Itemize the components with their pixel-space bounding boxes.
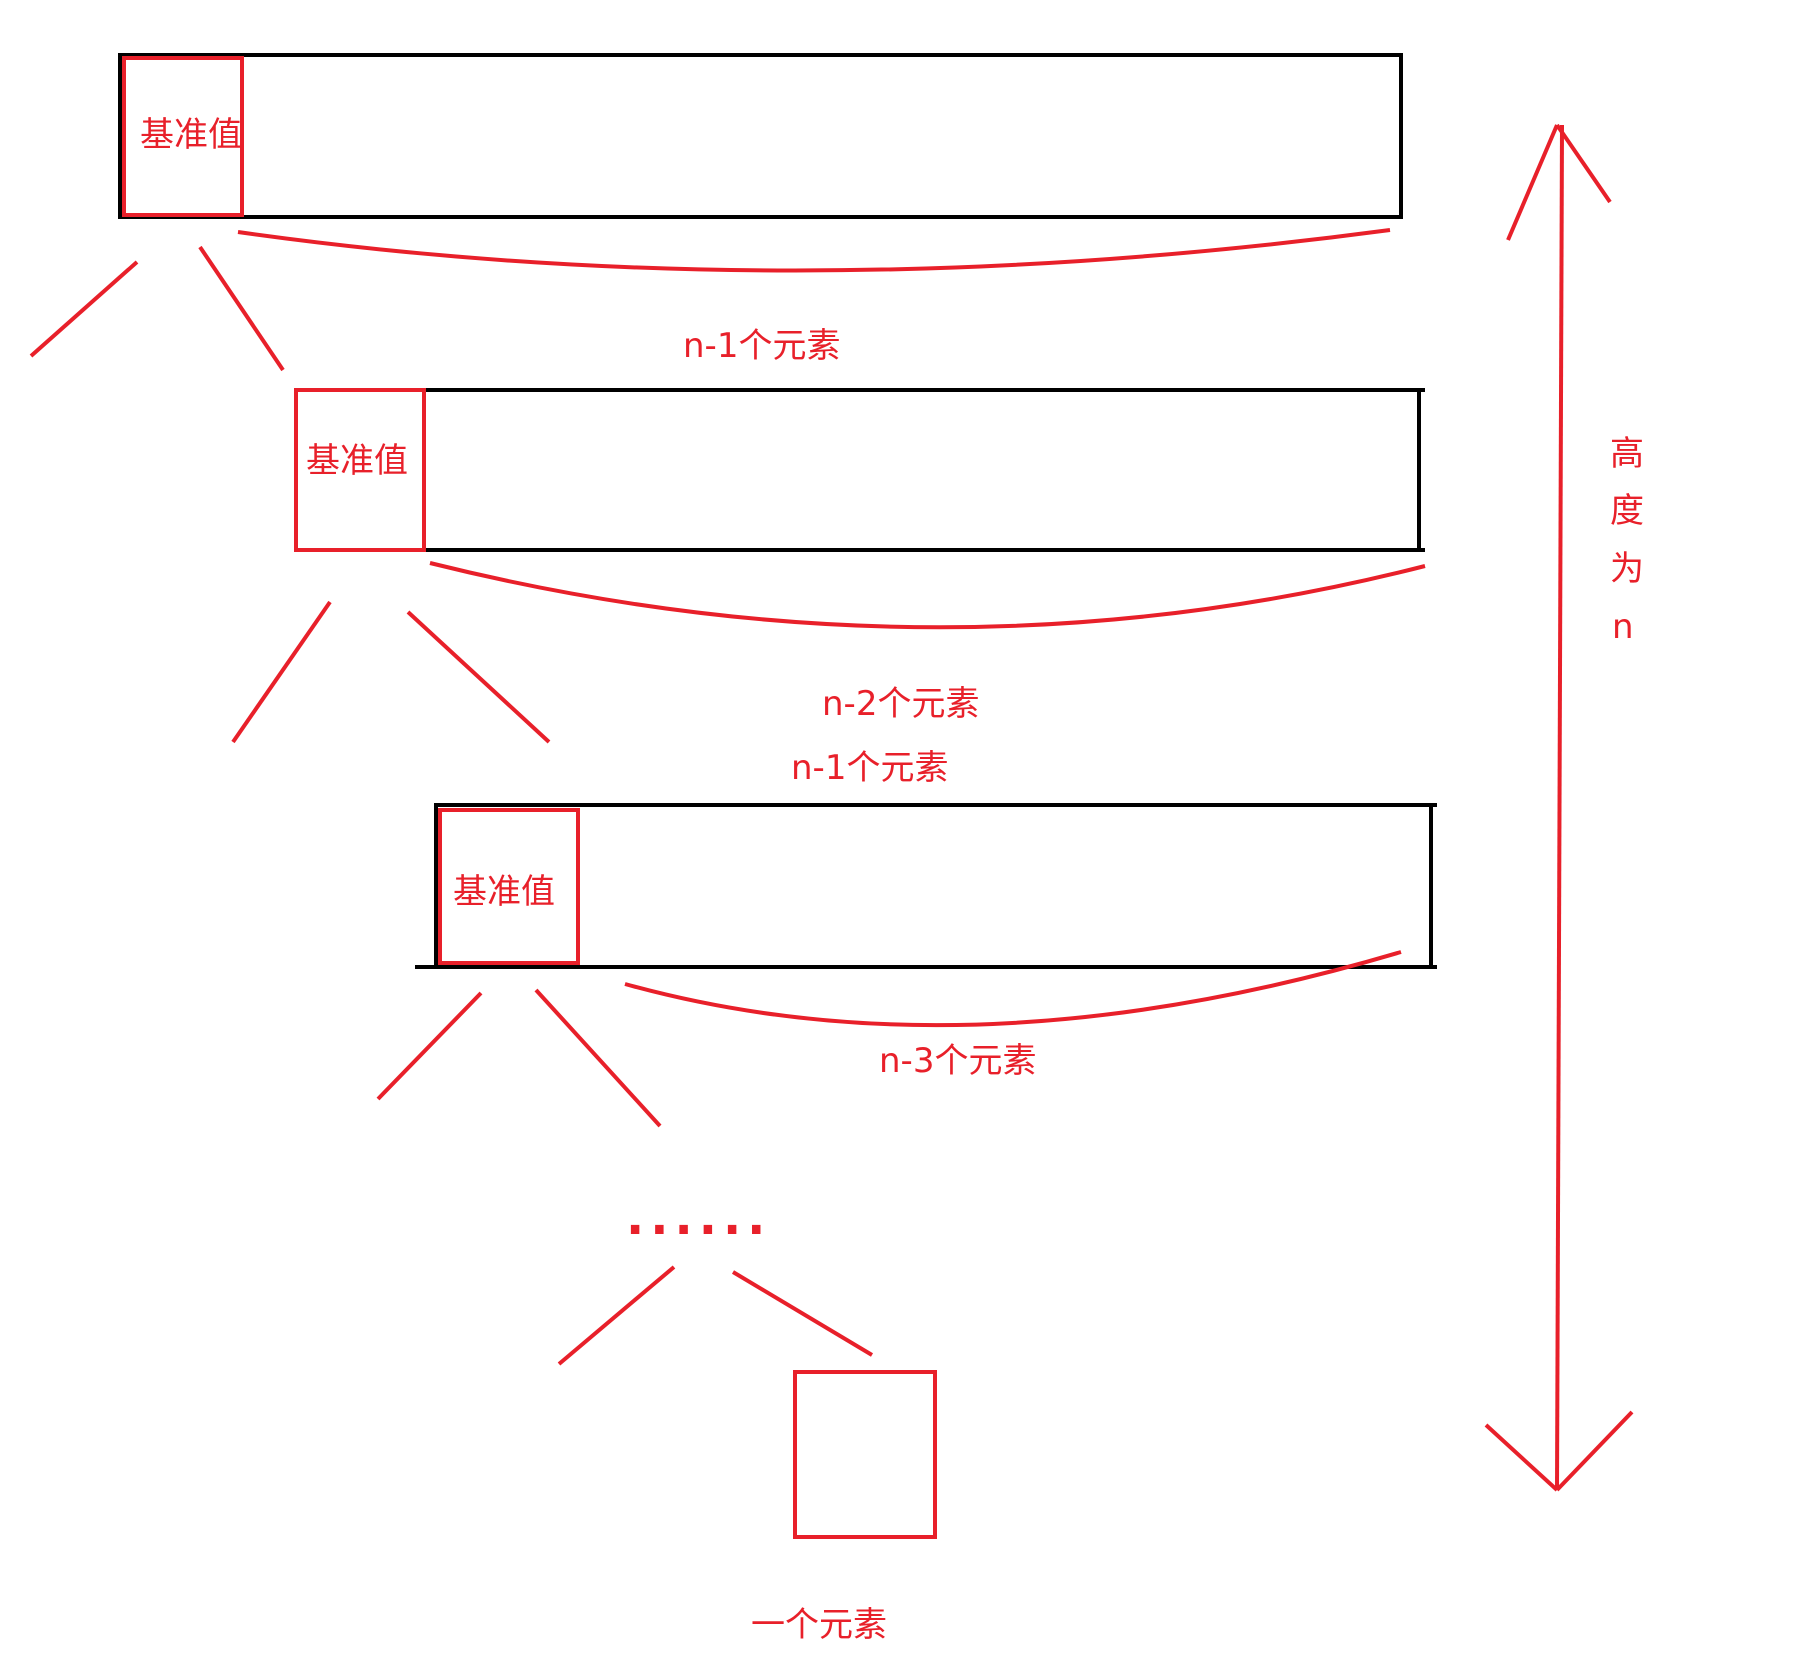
branch-right-level-3 [534, 988, 662, 1128]
branch-left-level-1 [29, 260, 139, 358]
branch-left-final [557, 1265, 676, 1366]
extra-count-label-level-2: n-1个元素 [791, 748, 948, 788]
pivot-cell-level-3 [438, 808, 580, 965]
height-arrow-top-right-head [1555, 123, 1612, 204]
height-arrow-top-left-head [1506, 124, 1559, 241]
array-box-level-1 [118, 53, 1403, 219]
level-2: 基准值 n-2个元素 n-1个元素 [231, 388, 1426, 788]
height-arrow-bottom-right-head [1555, 1410, 1634, 1492]
branch-right-level-2 [406, 610, 551, 744]
ellipsis-dots: ······ [626, 1202, 771, 1258]
single-element-label: 一个元素 [751, 1605, 887, 1645]
single-element-box [793, 1370, 937, 1539]
count-label-level-1: n-1个元素 [683, 326, 840, 366]
pivot-cell-level-1 [122, 56, 244, 217]
brace-level-1 [237, 228, 1391, 273]
level-1: 基准值 n-1个元素 [29, 53, 1403, 372]
pivot-label-level-3: 基准值 [453, 872, 555, 912]
height-label-char-2: 度 [1610, 491, 1644, 531]
level-3: 基准值 n-3个元素 [376, 803, 1437, 1128]
height-arrow-bottom-left-head [1484, 1423, 1559, 1492]
height-label-char-3: 为 [1610, 549, 1644, 589]
height-arrow [1484, 123, 1634, 1492]
count-label-level-3: n-3个元素 [879, 1041, 1036, 1081]
branch-left-level-2 [231, 600, 332, 744]
branch-left-level-3 [376, 991, 483, 1101]
brace-level-3 [624, 950, 1402, 1028]
branch-right-level-1 [198, 245, 285, 372]
height-label-char-4: n [1612, 607, 1634, 647]
brace-level-2 [429, 561, 1426, 630]
pivot-cell-level-2 [294, 388, 426, 552]
count-label-level-2: n-2个元素 [822, 684, 979, 724]
pivot-label-level-2: 基准值 [306, 441, 408, 481]
height-label-char-1: 高 [1610, 434, 1644, 474]
height-arrow-shaft [1555, 124, 1564, 1491]
pivot-label-level-1: 基准值 [140, 115, 242, 155]
branch-right-final [731, 1270, 874, 1357]
